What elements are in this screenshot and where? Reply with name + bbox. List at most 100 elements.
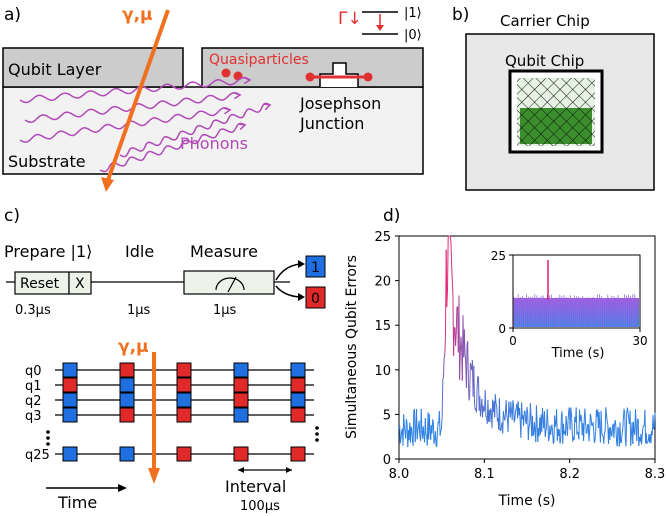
main-series-segment xyxy=(601,432,603,437)
inset-y-tick-label: 25 xyxy=(491,249,506,263)
qubit-state-cell xyxy=(62,377,78,393)
main-series-segment xyxy=(477,376,479,378)
main-series-segment xyxy=(526,406,529,414)
main-series-segment xyxy=(476,388,478,413)
main-series-segment xyxy=(635,409,637,424)
x-tick-label: 8.3 xyxy=(645,467,666,482)
interval-label: Interval xyxy=(225,477,286,496)
main-series-segment xyxy=(422,426,425,436)
main-series-segment xyxy=(531,415,534,436)
main-series-segment xyxy=(416,409,418,440)
main-series-segment xyxy=(613,423,616,438)
main-series-segment xyxy=(523,411,525,426)
main-series-segment xyxy=(619,422,622,443)
main-plot-series xyxy=(398,235,656,448)
panel-label-d: d) xyxy=(383,206,400,226)
substrate-block xyxy=(2,86,424,175)
qubit-state-cell xyxy=(176,392,192,408)
main-series-segment xyxy=(653,412,656,428)
main-series-segment xyxy=(434,431,437,446)
main-series-segment xyxy=(545,427,547,431)
main-series-segment xyxy=(623,408,626,413)
ellipsis-dot xyxy=(315,438,319,442)
main-series-segment xyxy=(473,365,475,403)
qubit-state-cell xyxy=(119,377,135,393)
outcome-arrowhead-one xyxy=(298,260,305,268)
main-series-segment xyxy=(436,432,438,447)
main-series-segment xyxy=(510,401,512,412)
main-series-segment xyxy=(580,414,583,419)
qubit-state-cell xyxy=(176,407,192,423)
qubit-state-cell xyxy=(290,392,306,408)
cosmic-ray-arrowhead xyxy=(101,177,114,192)
main-series-segment xyxy=(589,413,591,432)
main-series-segment xyxy=(627,413,630,418)
phonon-arrowhead xyxy=(223,107,232,115)
main-series-segment xyxy=(617,426,620,429)
main-series-segment xyxy=(632,421,635,433)
reset-gate-label: Reset xyxy=(20,276,60,292)
main-series-segment xyxy=(428,414,431,431)
main-series-segment xyxy=(455,331,457,346)
interval-value: 100μs xyxy=(240,499,280,514)
panel-label-c: c) xyxy=(4,206,20,226)
x-tick-label: 8.1 xyxy=(474,467,495,482)
main-series-segment xyxy=(544,411,546,438)
outcome-arrow-zero xyxy=(275,285,301,298)
x-gate xyxy=(68,271,92,295)
main-series-segment xyxy=(447,235,449,291)
main-series-segment xyxy=(403,425,406,434)
main-series-segment xyxy=(611,425,614,437)
inset-y-tick-label: 0 xyxy=(498,322,506,336)
phonon-wave xyxy=(99,122,246,173)
main-series-segment xyxy=(519,407,521,424)
main-series-segment xyxy=(573,416,576,440)
main-series-segment xyxy=(560,416,562,440)
main-series-segment xyxy=(489,408,492,423)
qubit-state-cell xyxy=(176,377,192,393)
main-series-segment xyxy=(593,431,595,443)
main-series-segment xyxy=(614,420,617,428)
interval-arrowhead-left xyxy=(238,467,244,473)
main-series-segment xyxy=(453,326,456,329)
main-series-segment xyxy=(446,289,448,307)
main-series-segment xyxy=(528,423,531,428)
main-series-segment xyxy=(469,363,471,394)
panel-c: c) Prepare |1⟩ Idle Measure Reset X 1 0 … xyxy=(4,206,326,514)
main-series-segment xyxy=(535,405,538,423)
outcome-zero-box xyxy=(305,286,326,309)
josephson-junction-shape xyxy=(319,62,359,87)
main-series-segment xyxy=(542,407,544,421)
qubit-state-cell xyxy=(119,392,135,408)
quasiparticle-dot xyxy=(363,72,373,82)
outcome-one-label: 1 xyxy=(311,260,320,276)
main-series-segment xyxy=(405,419,407,439)
ellipsis-dot xyxy=(46,436,50,440)
main-series-segment xyxy=(512,400,514,404)
idle-time: 1μs xyxy=(127,303,151,318)
qubit-array-affected xyxy=(520,108,592,144)
main-series-segment xyxy=(459,352,461,380)
main-series-segment xyxy=(622,420,624,430)
inset-x-tick-label: 30 xyxy=(632,334,647,348)
main-series-segment xyxy=(610,426,612,434)
panel-label-b: b) xyxy=(452,5,469,25)
state-one-label: |1⟩ xyxy=(404,6,422,21)
qubit-state-cell xyxy=(62,392,78,408)
main-series-segment xyxy=(495,402,498,407)
main-series-segment xyxy=(529,403,532,417)
measure-label: Measure xyxy=(190,242,258,261)
main-series-segment xyxy=(544,430,547,438)
qubit-state-cell xyxy=(233,362,249,378)
main-series-segment xyxy=(603,431,605,444)
ellipsis-dot xyxy=(46,430,50,434)
qubit-label: q0 xyxy=(25,364,42,379)
main-series-segment xyxy=(547,421,550,442)
y-tick-label: 25 xyxy=(374,230,391,245)
qubit-state-cell xyxy=(290,407,306,423)
main-series-segment xyxy=(411,429,413,442)
main-series-segment xyxy=(474,401,476,410)
y-tick-label: 15 xyxy=(374,319,391,334)
qubit-state-cell xyxy=(119,362,135,378)
